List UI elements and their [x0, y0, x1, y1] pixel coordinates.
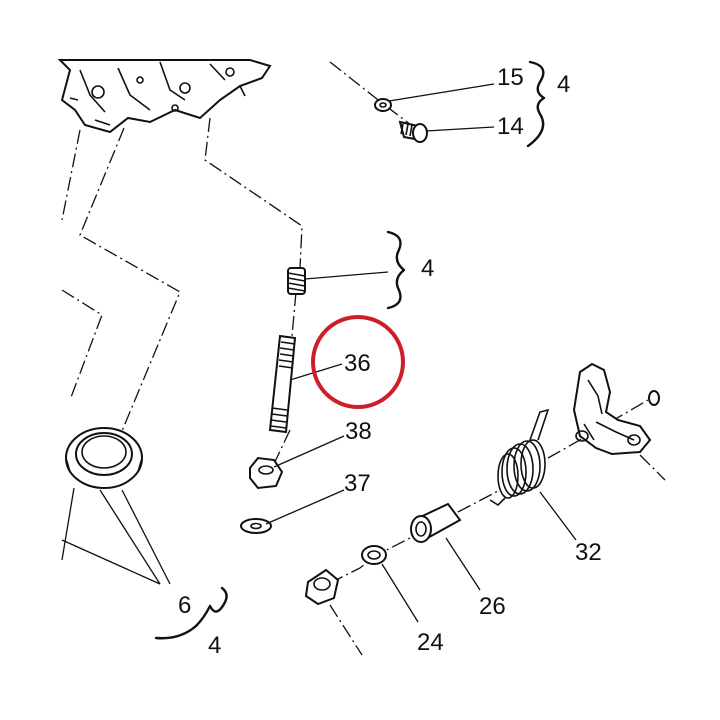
plug-bolt [304, 568, 340, 606]
assembly-centerlines [61, 61, 666, 656]
label-part-38: 38 [345, 418, 372, 445]
shift-selector-lever [572, 362, 660, 456]
label-brace-bottom-qty: 4 [208, 632, 221, 659]
label-brace-middle-qty: 4 [421, 255, 434, 282]
stud-36 [268, 334, 297, 434]
label-part-14: 14 [497, 113, 524, 140]
washer-15 [374, 98, 392, 112]
label-part-32: 32 [575, 539, 602, 566]
brace-bottom [154, 586, 228, 640]
washer-37 [240, 518, 272, 534]
label-brace-top-qty: 4 [557, 71, 570, 98]
label-part-24: 24 [417, 629, 444, 656]
highlight-circle [311, 315, 405, 409]
sleeve-26 [410, 502, 462, 543]
o-ring-24 [361, 545, 387, 565]
label-part-36: 36 [344, 350, 371, 377]
brace-middle [386, 230, 406, 310]
label-part-37: 37 [344, 470, 371, 497]
label-part-15: 15 [497, 64, 524, 91]
threaded-insert [287, 267, 306, 295]
leader-lines [61, 83, 577, 623]
bolt-14 [398, 120, 428, 143]
engine-housing [57, 59, 272, 134]
label-part-26: 26 [479, 593, 506, 620]
brace-top [526, 60, 546, 148]
nut-38 [249, 456, 284, 490]
seal-ring-6 [65, 427, 143, 489]
torsion-spring-32 [489, 408, 550, 507]
label-part-6: 6 [178, 592, 191, 619]
